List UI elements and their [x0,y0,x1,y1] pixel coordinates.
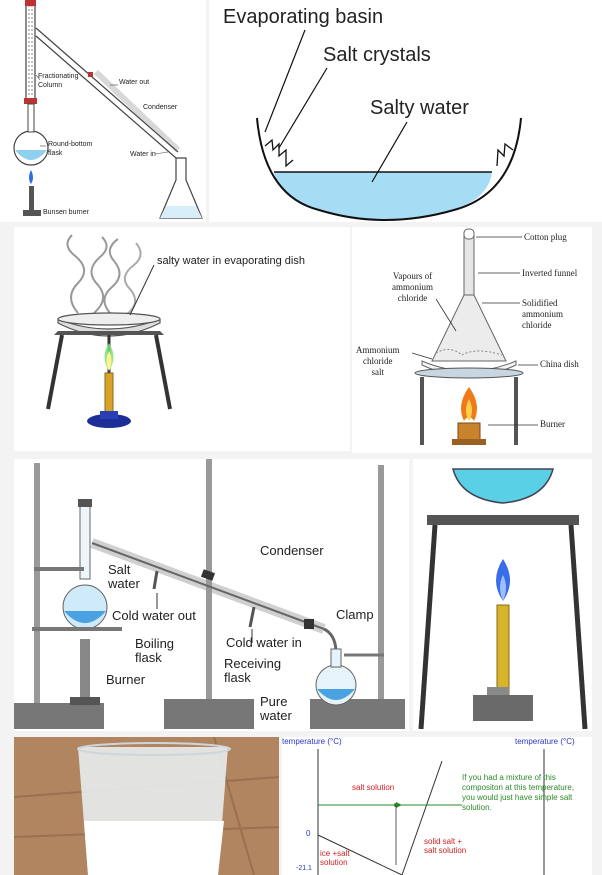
label-condenser-lab: Condenser [260,543,324,558]
label-inverted-funnel: Inverted funnel [522,268,577,278]
label-ice-salt: ice +salt solution [320,849,350,867]
panel-evaporating-basin: Evaporating basin Salt crystals Salty wa… [209,0,602,222]
label-temperature-right: temperature (°C) [515,737,575,746]
label-salt-water: Salt water [108,563,140,591]
label-salt-crystals: Salt crystals [323,44,431,67]
label-boiling-flask: Boiling flask [135,637,174,665]
label-evaporating-basin: Evaporating basin [223,6,383,29]
panel-phase-diagram: temperature (°C) temperature (°C) salt s… [282,737,592,875]
label-water-out: Water out [119,79,149,86]
panel-lab-distillation: Condenser Salt water Cold water out Boil… [14,459,409,731]
label-burner-sublimation: Burner [540,419,565,429]
label-salty-water-dish: salty water in evaporating dish [157,255,305,267]
label-minus-tick: -21.1 [296,865,312,872]
panel-evaporating-dish: salty water in evaporating dish [14,227,350,451]
label-vapours: Vapours of ammonium chloride [392,271,433,304]
label-phase-note: If you had a mixture of this compositon … [462,773,574,813]
fractional-distillation-illustration [0,0,206,222]
label-round-bottom-flask: Round-bottom flask [48,140,92,158]
label-bunsen-burner: Bunsen burner [43,209,89,216]
panel-fractional-distillation: Fractionating Column Water out Condenser… [0,0,206,222]
label-solidified: Solidified ammonium chloride [522,298,563,331]
label-salty-water: Salty water [370,97,469,120]
panel-beaker [14,737,279,875]
label-solid-salt: solid salt + salt solution [424,837,466,855]
lab-distillation-illustration [14,459,409,731]
beaker-photo [14,737,279,875]
label-condenser: Condenser [143,104,177,111]
label-water-in: Water in [130,151,156,158]
label-temperature-left: temperature (°C) [282,737,342,746]
label-clamp: Clamp [336,607,374,622]
burner-dish-illustration [413,459,592,731]
label-cotton-plug: Cotton plug [524,232,567,242]
label-zero-tick: 0 [306,829,310,838]
label-cold-water-out: Cold water out [112,608,196,623]
label-fractionating-column: Fractionating Column [38,72,78,90]
label-ammonium-salt: Ammonium chloride salt [356,345,400,378]
label-salt-solution: salt solution [352,783,394,792]
panel-burner-dish [413,459,592,731]
panel-sublimation: Cotton plug Inverted funnel Vapours of a… [352,227,592,453]
label-cold-water-in: Cold water in [226,635,302,650]
label-burner-lab: Burner [106,672,145,687]
label-receiving-flask: Receiving flask [224,657,281,685]
label-china-dish: China dish [540,359,579,369]
label-pure-water: Pure water [260,695,292,723]
